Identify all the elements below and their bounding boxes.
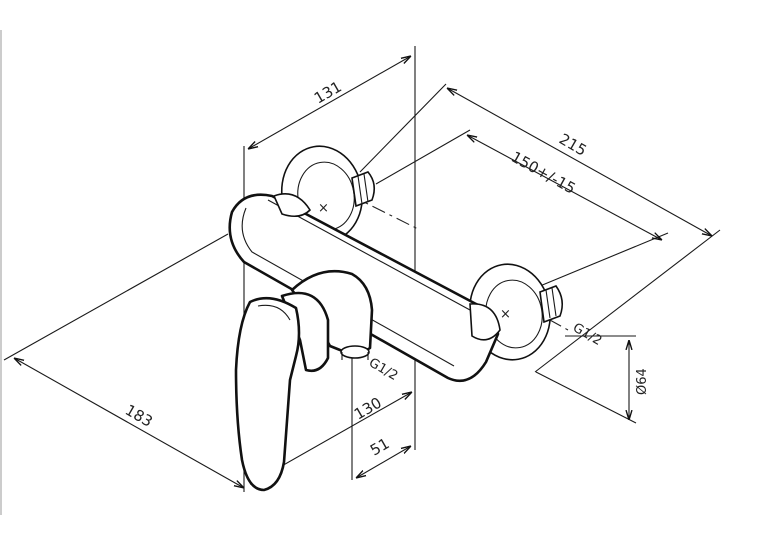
dimension-d64: Ø64 bbox=[535, 335, 650, 424]
thread-label-left: G1/2 bbox=[366, 355, 400, 383]
dimension-130-label: 130 bbox=[351, 394, 385, 424]
dimension-150: 150+/-15 bbox=[375, 129, 669, 287]
dimension-51-label: 51 bbox=[367, 434, 393, 459]
svg-text:×: × bbox=[318, 201, 329, 216]
dimension-183: 183 bbox=[3, 233, 244, 488]
thread-label-right: G1/2 bbox=[570, 320, 604, 348]
lever-handle bbox=[234, 291, 330, 492]
centerline-right-outlet bbox=[477, 279, 569, 331]
dimension-183-label: 183 bbox=[122, 401, 156, 431]
svg-text:×: × bbox=[500, 307, 511, 322]
dimension-d64-label: Ø64 bbox=[635, 368, 650, 395]
bottom-outlet bbox=[290, 270, 374, 360]
dimension-51: 51 bbox=[356, 434, 411, 478]
dimension-215-label: 215 bbox=[556, 130, 590, 160]
